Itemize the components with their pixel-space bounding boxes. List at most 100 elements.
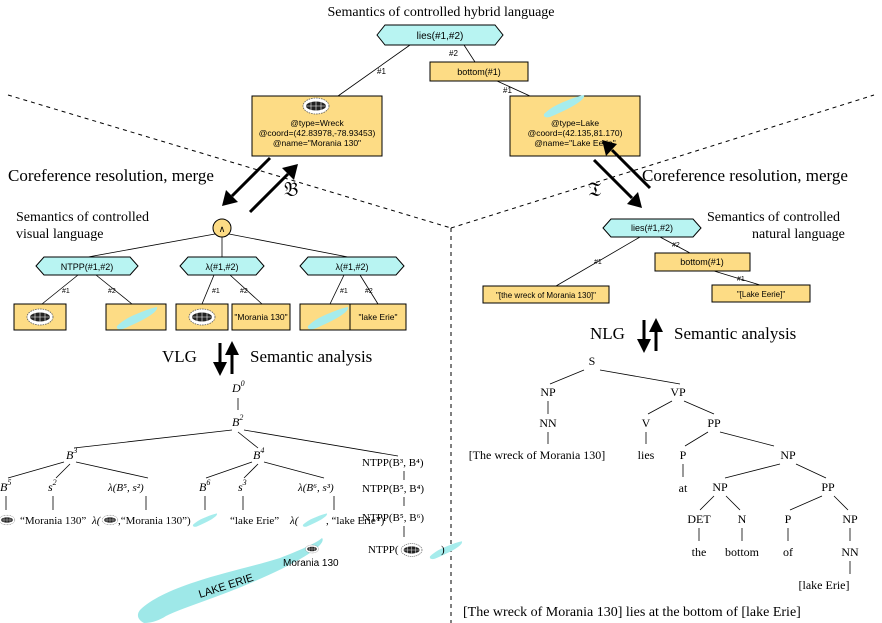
ptree-edge-NP2-NP3 [724, 463, 781, 479]
natural-bottom-node [654, 252, 751, 272]
left-op-symbol: 𝔅 [284, 179, 298, 201]
natural-edge-3 [713, 270, 761, 286]
visual-lambda1-label: λ(#1,#2) [205, 262, 238, 272]
natural-root-label: lies(#1,#2) [631, 223, 673, 233]
vlg-label: VLG [162, 347, 197, 366]
vtree-s2: s2 [48, 478, 57, 494]
nlg-arrows [637, 318, 663, 353]
natural-edge-label-3: #1 [737, 276, 745, 283]
ptree-edge-NP3-DET [699, 495, 715, 511]
lake-icon [429, 541, 463, 560]
vtree-edge-B4-lam63 [263, 461, 325, 479]
ptree-edge-PP2-P [789, 495, 823, 511]
natural-title-2: natural language [752, 227, 845, 242]
visual-ntpp-label: NTPP(#1,#2) [61, 262, 114, 272]
ptree-NP1: NP [540, 385, 556, 399]
wreck-attr-2: @name="Morania 130" [273, 138, 361, 148]
vtree-leaf-lam-lake-close: , “lake Erie”) [326, 515, 385, 527]
separator-right [450, 94, 875, 229]
hybrid-edge-3 [496, 80, 531, 97]
natural-root-node [602, 218, 702, 238]
vtree-leaf-morania: “Morania 130” [20, 515, 86, 527]
ptree-edge-S-VP [599, 369, 681, 385]
vis-box-lakeerie-label: "lake Erie" [358, 312, 397, 322]
vis-edge-label-1: #1 [62, 288, 70, 295]
separator-left [7, 94, 452, 229]
ptree-edge-PP2-NP4 [833, 495, 849, 511]
lake-entity-box [509, 95, 641, 157]
ptree-NN1: NN [539, 416, 557, 430]
wreck-icon [400, 543, 423, 557]
ptree-VP: VP [670, 385, 686, 399]
and-label: ∧ [219, 224, 226, 234]
wreck-attr-0: @type=Wreck [290, 118, 344, 128]
lake-icon [302, 513, 328, 527]
natural-box-wreck-label: "[the wreck of Morania 130]" [496, 291, 596, 300]
lake-icon [192, 513, 218, 527]
natural-box-lake-label: "[Lake Eerie]" [737, 290, 786, 299]
ptree-P2: P [785, 512, 792, 526]
vtree-ntpp-icons-close: ) [441, 544, 445, 556]
ptree-lies: lies [638, 448, 655, 462]
ptree-lake: [lake Erie] [799, 578, 850, 592]
ptree-edge-NP3-N [725, 495, 741, 511]
vtree-B6: B6 [199, 478, 210, 494]
ptree-NP2: NP [780, 448, 796, 462]
hybrid-edge-label-2: #2 [449, 49, 458, 58]
and-edge-3 [228, 233, 349, 258]
ptree-edge-VP-V [647, 400, 673, 415]
hybrid-title: Semantics of controlled hybrid language [327, 5, 554, 20]
vtree-edge-B3-s2 [55, 463, 71, 479]
vtree-ntpp-icons: NTPP( [368, 544, 399, 556]
ptree-edge-VP-PP [683, 400, 715, 415]
wreck-icon [26, 308, 54, 326]
natural-edge-1 [555, 236, 641, 287]
vtree-leaf-lake: “lake Erie” [230, 515, 279, 527]
ptree-P1: P [680, 448, 687, 462]
ptree-edge-S-NP [549, 369, 585, 385]
vtree-s3: s3 [238, 478, 247, 494]
right-coref-label: Coreference resolution, merge [642, 166, 848, 185]
ptree-bottom: bottom [725, 545, 760, 559]
vtree-edge-B3-lam52 [75, 461, 149, 479]
vtree-edge-B4-B6 [205, 461, 253, 479]
ptree-edge-NP2-PP2 [795, 463, 827, 479]
vtree-edge-B2-B4 [237, 431, 259, 449]
left-merge-arrows [222, 156, 298, 214]
vis-edge-3 [201, 274, 215, 305]
right-merge-arrows [592, 140, 652, 208]
vis-edge-label-5: #1 [340, 288, 348, 295]
vis-edge-label-6: #2 [365, 288, 373, 295]
vtree-leaf-lam-lake-open: λ( [289, 515, 300, 527]
hybrid-root-label: lies(#1,#2) [417, 31, 464, 42]
vis-box-lakeerie [349, 303, 407, 331]
wreck-icon [302, 97, 330, 115]
visual-lambda2-node [299, 256, 405, 276]
right-op-symbol: 𝔗 [588, 179, 602, 201]
vis-edge-4 [229, 274, 263, 305]
nlg-semantic-label: Semantic analysis [674, 324, 796, 343]
ptree-S: S [589, 354, 596, 368]
vtree-lam52: λ(B⁵, s²) [107, 482, 144, 494]
visual-title-2: visual language [16, 227, 103, 242]
ptree-of: of [783, 545, 793, 559]
ptree-NP3: NP [712, 480, 728, 494]
ptree-edge-PP-P [684, 431, 709, 447]
hybrid-root-node [376, 24, 504, 46]
vlg-arrows [213, 341, 239, 376]
vtree-B4: B4 [253, 446, 264, 462]
wreck-icon [0, 514, 16, 526]
left-coref-label: Coreference resolution, merge [8, 166, 214, 185]
wreck-icon [101, 514, 119, 526]
vtree-ntpp56: NTPP(B⁵, B⁶) [362, 512, 424, 524]
ptree-PP1: PP [707, 416, 721, 430]
natural-edge-2 [659, 236, 691, 254]
vlg-semantic-label: Semantic analysis [250, 347, 372, 366]
ptree-edge-PP-NP2 [719, 431, 775, 447]
hybrid-edge-label-3: #1 [503, 86, 512, 95]
natural-box-wreck [482, 285, 610, 304]
vis-edge-5 [329, 274, 345, 305]
hybrid-edge-1 [337, 44, 411, 97]
visual-lambda1-node [179, 256, 265, 276]
vtree-leaf-lam-morania-open: λ( [91, 515, 102, 527]
